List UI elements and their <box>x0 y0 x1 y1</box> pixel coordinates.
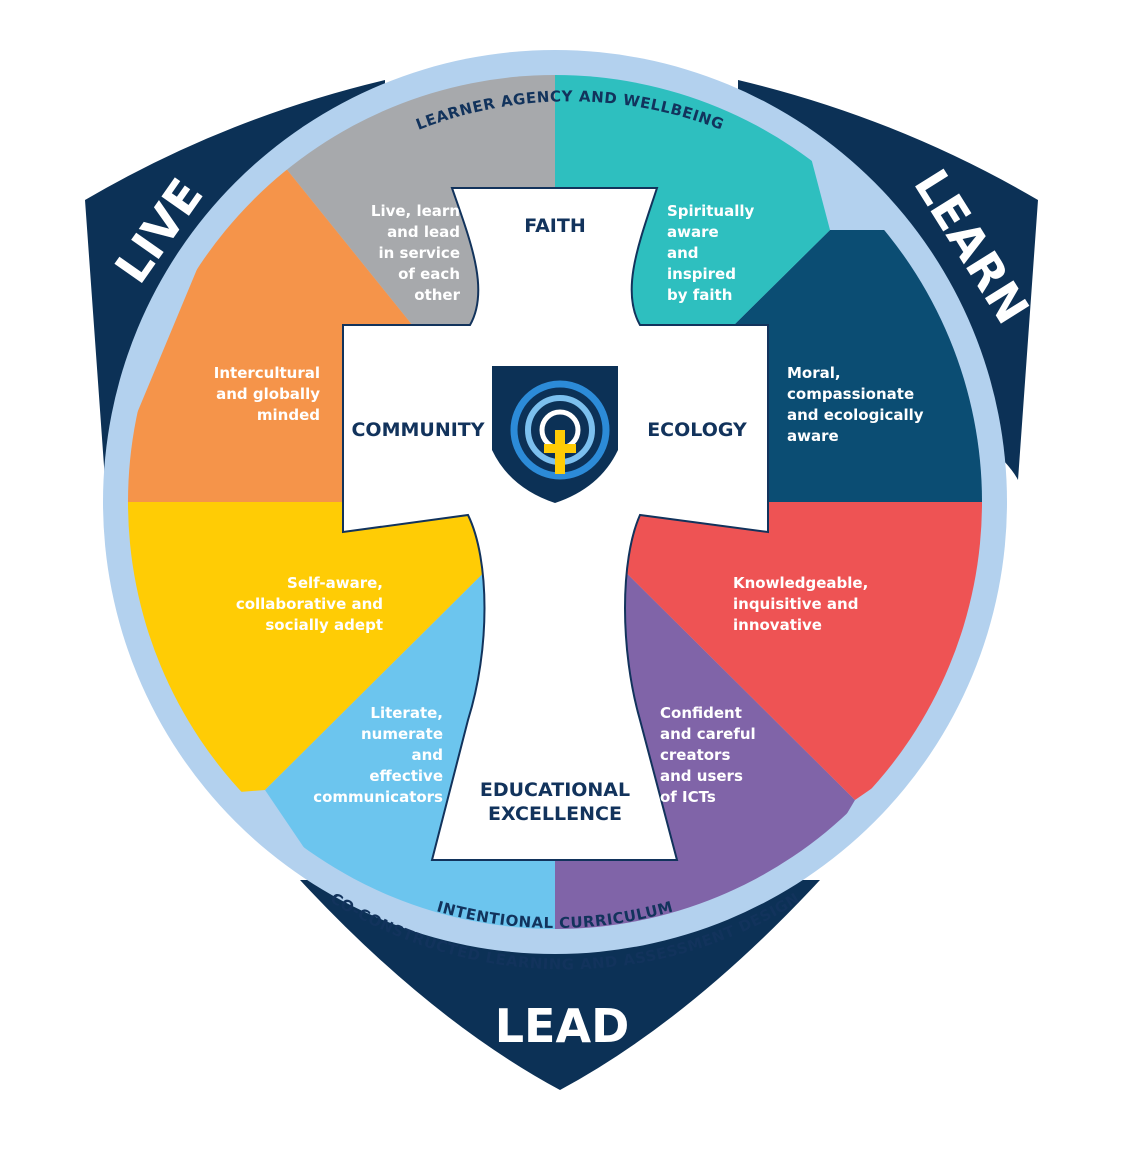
segment-text-line: Moral, <box>787 364 841 382</box>
segment-text-line: communicators <box>313 788 443 806</box>
segment-text-line: Spiritually <box>667 202 754 220</box>
segment-text-line: and ecologically <box>787 406 924 424</box>
community-label: COMMUNITY <box>351 419 484 441</box>
segment-text-line: and globally <box>216 385 320 403</box>
segment-text-line: inquisitive and <box>733 595 858 613</box>
school-emblem <box>492 366 618 503</box>
segment-text-line: and users <box>660 767 743 785</box>
segment-text-line: aware <box>787 427 839 445</box>
faith-label: FAITH <box>524 215 585 237</box>
segment-text-line: minded <box>257 406 320 424</box>
segment-text-purple: Confident and careful creators and users of … <box>660 704 756 806</box>
excellence-label: EXCELLENCE <box>488 803 622 825</box>
lead-word: LEAD <box>495 999 630 1053</box>
segment-text-line: Knowledgeable, <box>733 574 868 592</box>
segment-red <box>555 502 982 800</box>
segment-text-line: creators <box>660 746 730 764</box>
segment-text-line: effective <box>369 767 443 785</box>
segment-text-line: Confident <box>660 704 742 722</box>
segment-text-line: compassionate <box>787 385 914 403</box>
segment-yellow <box>128 502 555 800</box>
segment-text-yellow: Self-aware, collaborative and socially ade… <box>236 574 383 634</box>
segment-text-line: inspired <box>667 265 736 283</box>
segment-text-line: socially adept <box>265 616 383 634</box>
emblem-cross-horizontal <box>544 444 576 453</box>
segment-text-line: other <box>414 286 460 304</box>
segment-text-line: by faith <box>667 286 732 304</box>
segment-text-teal: Spiritually aware and inspired by faith <box>667 202 754 304</box>
cross <box>342 187 769 861</box>
segment-text-line: numerate <box>361 725 443 743</box>
segment-text-line: in service <box>378 244 460 262</box>
segment-text-grey: Live, learn and lead in service of each othe… <box>371 202 461 304</box>
segment-text-red: Knowledgeable, inquisitive and innovative <box>733 574 868 634</box>
segment-text-line: Literate, <box>370 704 443 722</box>
segment-texts: Live, learn and lead in service of each othe… <box>214 202 924 806</box>
segment-text-orange: Intercultural and globally minded <box>214 364 320 424</box>
segment-text-line: Self-aware, <box>287 574 383 592</box>
segment-text-line: and <box>411 746 443 764</box>
segment-text-line: and <box>667 244 699 262</box>
segment-text-line: aware <box>667 223 719 241</box>
segment-text-line: collaborative and <box>236 595 383 613</box>
segment-text-line: of each <box>398 265 460 283</box>
emblem-arc-outer <box>510 380 610 480</box>
segment-text-navy: Moral, compassionate and ecologically aware <box>787 364 924 445</box>
educational-label: EDUCATIONAL <box>480 779 630 801</box>
segment-text-line: innovative <box>733 616 822 634</box>
segment-text-line: Intercultural <box>214 364 320 382</box>
ecology-label: ECOLOGY <box>647 419 747 441</box>
segment-text-line: and lead <box>387 223 460 241</box>
segment-text-line: and careful <box>660 725 756 743</box>
segment-text-line: Live, learn <box>371 202 460 220</box>
segment-text-line: of ICTs <box>660 788 716 806</box>
segment-text-lightblue: Literate, numerate and effective communicato… <box>313 704 443 806</box>
